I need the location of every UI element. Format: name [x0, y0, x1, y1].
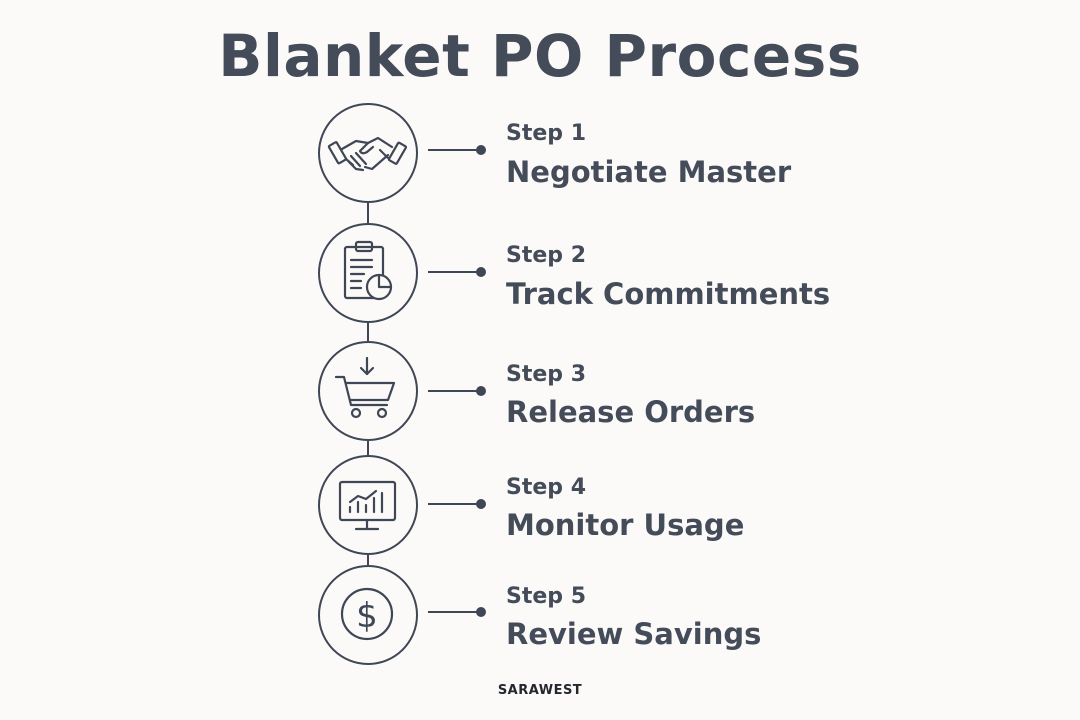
connector-dot — [476, 267, 486, 277]
step-1-node — [318, 103, 418, 203]
step-5-label: Step 5 — [506, 584, 586, 609]
handshake-icon — [327, 136, 408, 172]
connector-dot — [476, 499, 486, 509]
clipboard-chart-icon — [343, 240, 393, 301]
step-2-label: Step 2 — [506, 243, 586, 268]
step-4-node — [318, 455, 418, 555]
svg-text:$: $ — [356, 596, 378, 636]
connector-dot — [476, 145, 486, 155]
connector-dot — [476, 386, 486, 396]
step-5-node: $ — [318, 565, 418, 665]
page-title: Blanket PO Process — [218, 22, 862, 90]
step-1-label: Step 1 — [506, 121, 586, 146]
brand-logo-text: SARAWEST — [497, 683, 583, 698]
step-4-label: Step 4 — [506, 475, 586, 500]
step-3-label: Step 3 — [506, 362, 586, 387]
shopping-cart-icon — [334, 356, 396, 419]
step-1-title: Negotiate Master — [506, 155, 792, 189]
step-3-title: Release Orders — [506, 395, 756, 429]
step-2-node — [318, 223, 418, 323]
dollar-coin-icon: $ — [340, 587, 394, 641]
step-4-title: Monitor Usage — [506, 508, 745, 542]
connector-dot — [476, 607, 486, 617]
monitor-chart-icon — [338, 480, 397, 531]
step-5-title: Review Savings — [506, 617, 762, 651]
step-2-title: Track Commitments — [506, 277, 831, 311]
step-3-node — [318, 341, 418, 441]
